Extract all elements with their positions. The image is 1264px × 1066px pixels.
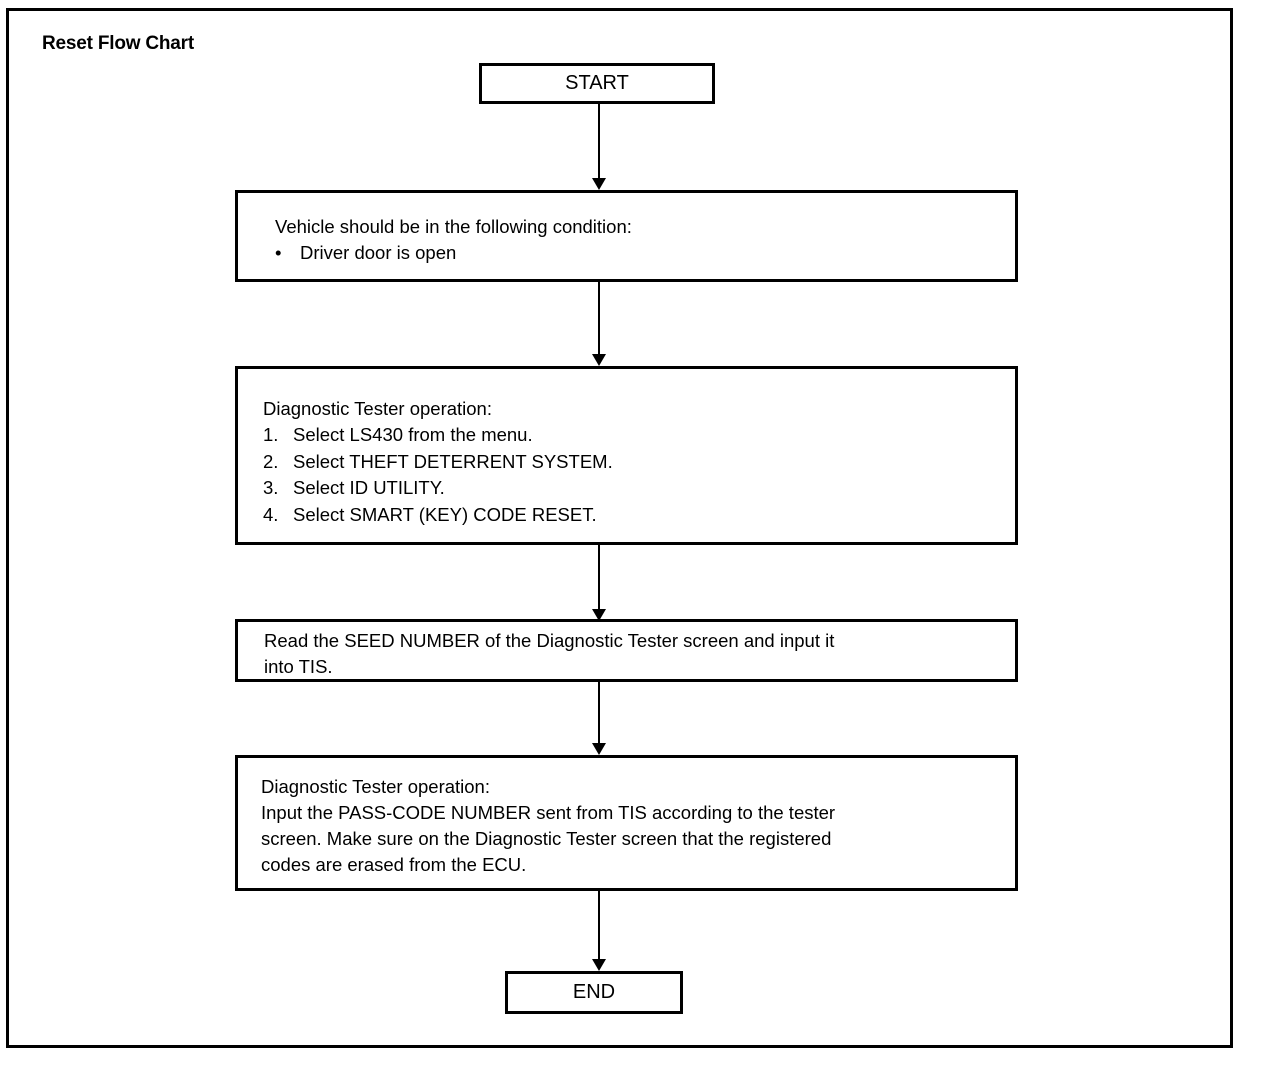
list-item: 1. Select LS430 from the menu. <box>263 422 613 449</box>
connector-stem <box>598 282 600 354</box>
bullet-dot-icon: • <box>275 242 282 263</box>
node-input-pass-code: Diagnostic Tester operation: Input the P… <box>235 755 1018 891</box>
page-title: Reset Flow Chart <box>42 33 194 54</box>
node-input-pass-code-line-1: screen. Make sure on the Diagnostic Test… <box>261 828 832 849</box>
node-tester-menu-steps-heading: Diagnostic Tester operation: <box>263 398 492 419</box>
list-item-number: 3. <box>263 477 279 498</box>
node-tester-menu-steps-list: 1. Select LS430 from the menu. 2. Select T… <box>263 422 613 528</box>
list-item-number: 4. <box>263 503 279 525</box>
node-start-label: START <box>565 72 629 94</box>
list-item-number: 1. <box>263 424 279 445</box>
node-end-label: END <box>572 981 616 1003</box>
node-start: START <box>479 63 715 104</box>
connector-stem <box>598 891 600 959</box>
list-item: 2. Select THEFT DETERRENT SYSTEM. <box>263 449 613 476</box>
node-read-seed-number-line-1: into TIS. <box>264 656 333 677</box>
node-read-seed-number-line-0: Read the SEED NUMBER of the Diagnostic T… <box>264 630 835 651</box>
arrow-head-icon <box>592 743 606 755</box>
node-end: END <box>505 971 683 1014</box>
node-input-pass-code-line-0: Input the PASS-CODE NUMBER sent from TIS… <box>261 802 836 823</box>
connector-stem <box>598 682 600 743</box>
arrow-head-icon <box>592 354 606 366</box>
arrow-head-icon <box>592 609 606 621</box>
node-vehicle-condition-heading: Vehicle should be in the following condi… <box>275 216 632 237</box>
list-item-number: 2. <box>263 450 279 472</box>
list-item: 3. Select ID UTILITY. <box>263 475 613 502</box>
node-input-pass-code-line-2: codes are erased from the ECU. <box>261 854 527 875</box>
list-item-label: Select THEFT DETERRENT SYSTEM. <box>293 450 613 472</box>
node-vehicle-condition-bullet-0: • Driver door is open <box>275 240 456 266</box>
node-input-pass-code-heading: Diagnostic Tester operation: <box>261 776 490 797</box>
list-item-label: Select ID UTILITY. <box>293 477 445 498</box>
list-item-label: Select LS430 from the menu. <box>293 424 533 445</box>
node-vehicle-condition: Vehicle should be in the following condi… <box>235 190 1018 282</box>
connector-stem <box>598 545 600 609</box>
list-item-label: Select SMART (KEY) CODE RESET. <box>293 503 597 525</box>
connector-stem <box>598 104 600 178</box>
list-item: 4. Select SMART (KEY) CODE RESET. <box>263 502 613 529</box>
node-tester-menu-steps: Diagnostic Tester operation: 1. Select LS… <box>235 366 1018 545</box>
arrow-head-icon <box>592 959 606 971</box>
node-read-seed-number: Read the SEED NUMBER of the Diagnostic T… <box>235 619 1018 682</box>
arrow-head-icon <box>592 178 606 190</box>
bullet-label: Driver door is open <box>300 242 457 263</box>
